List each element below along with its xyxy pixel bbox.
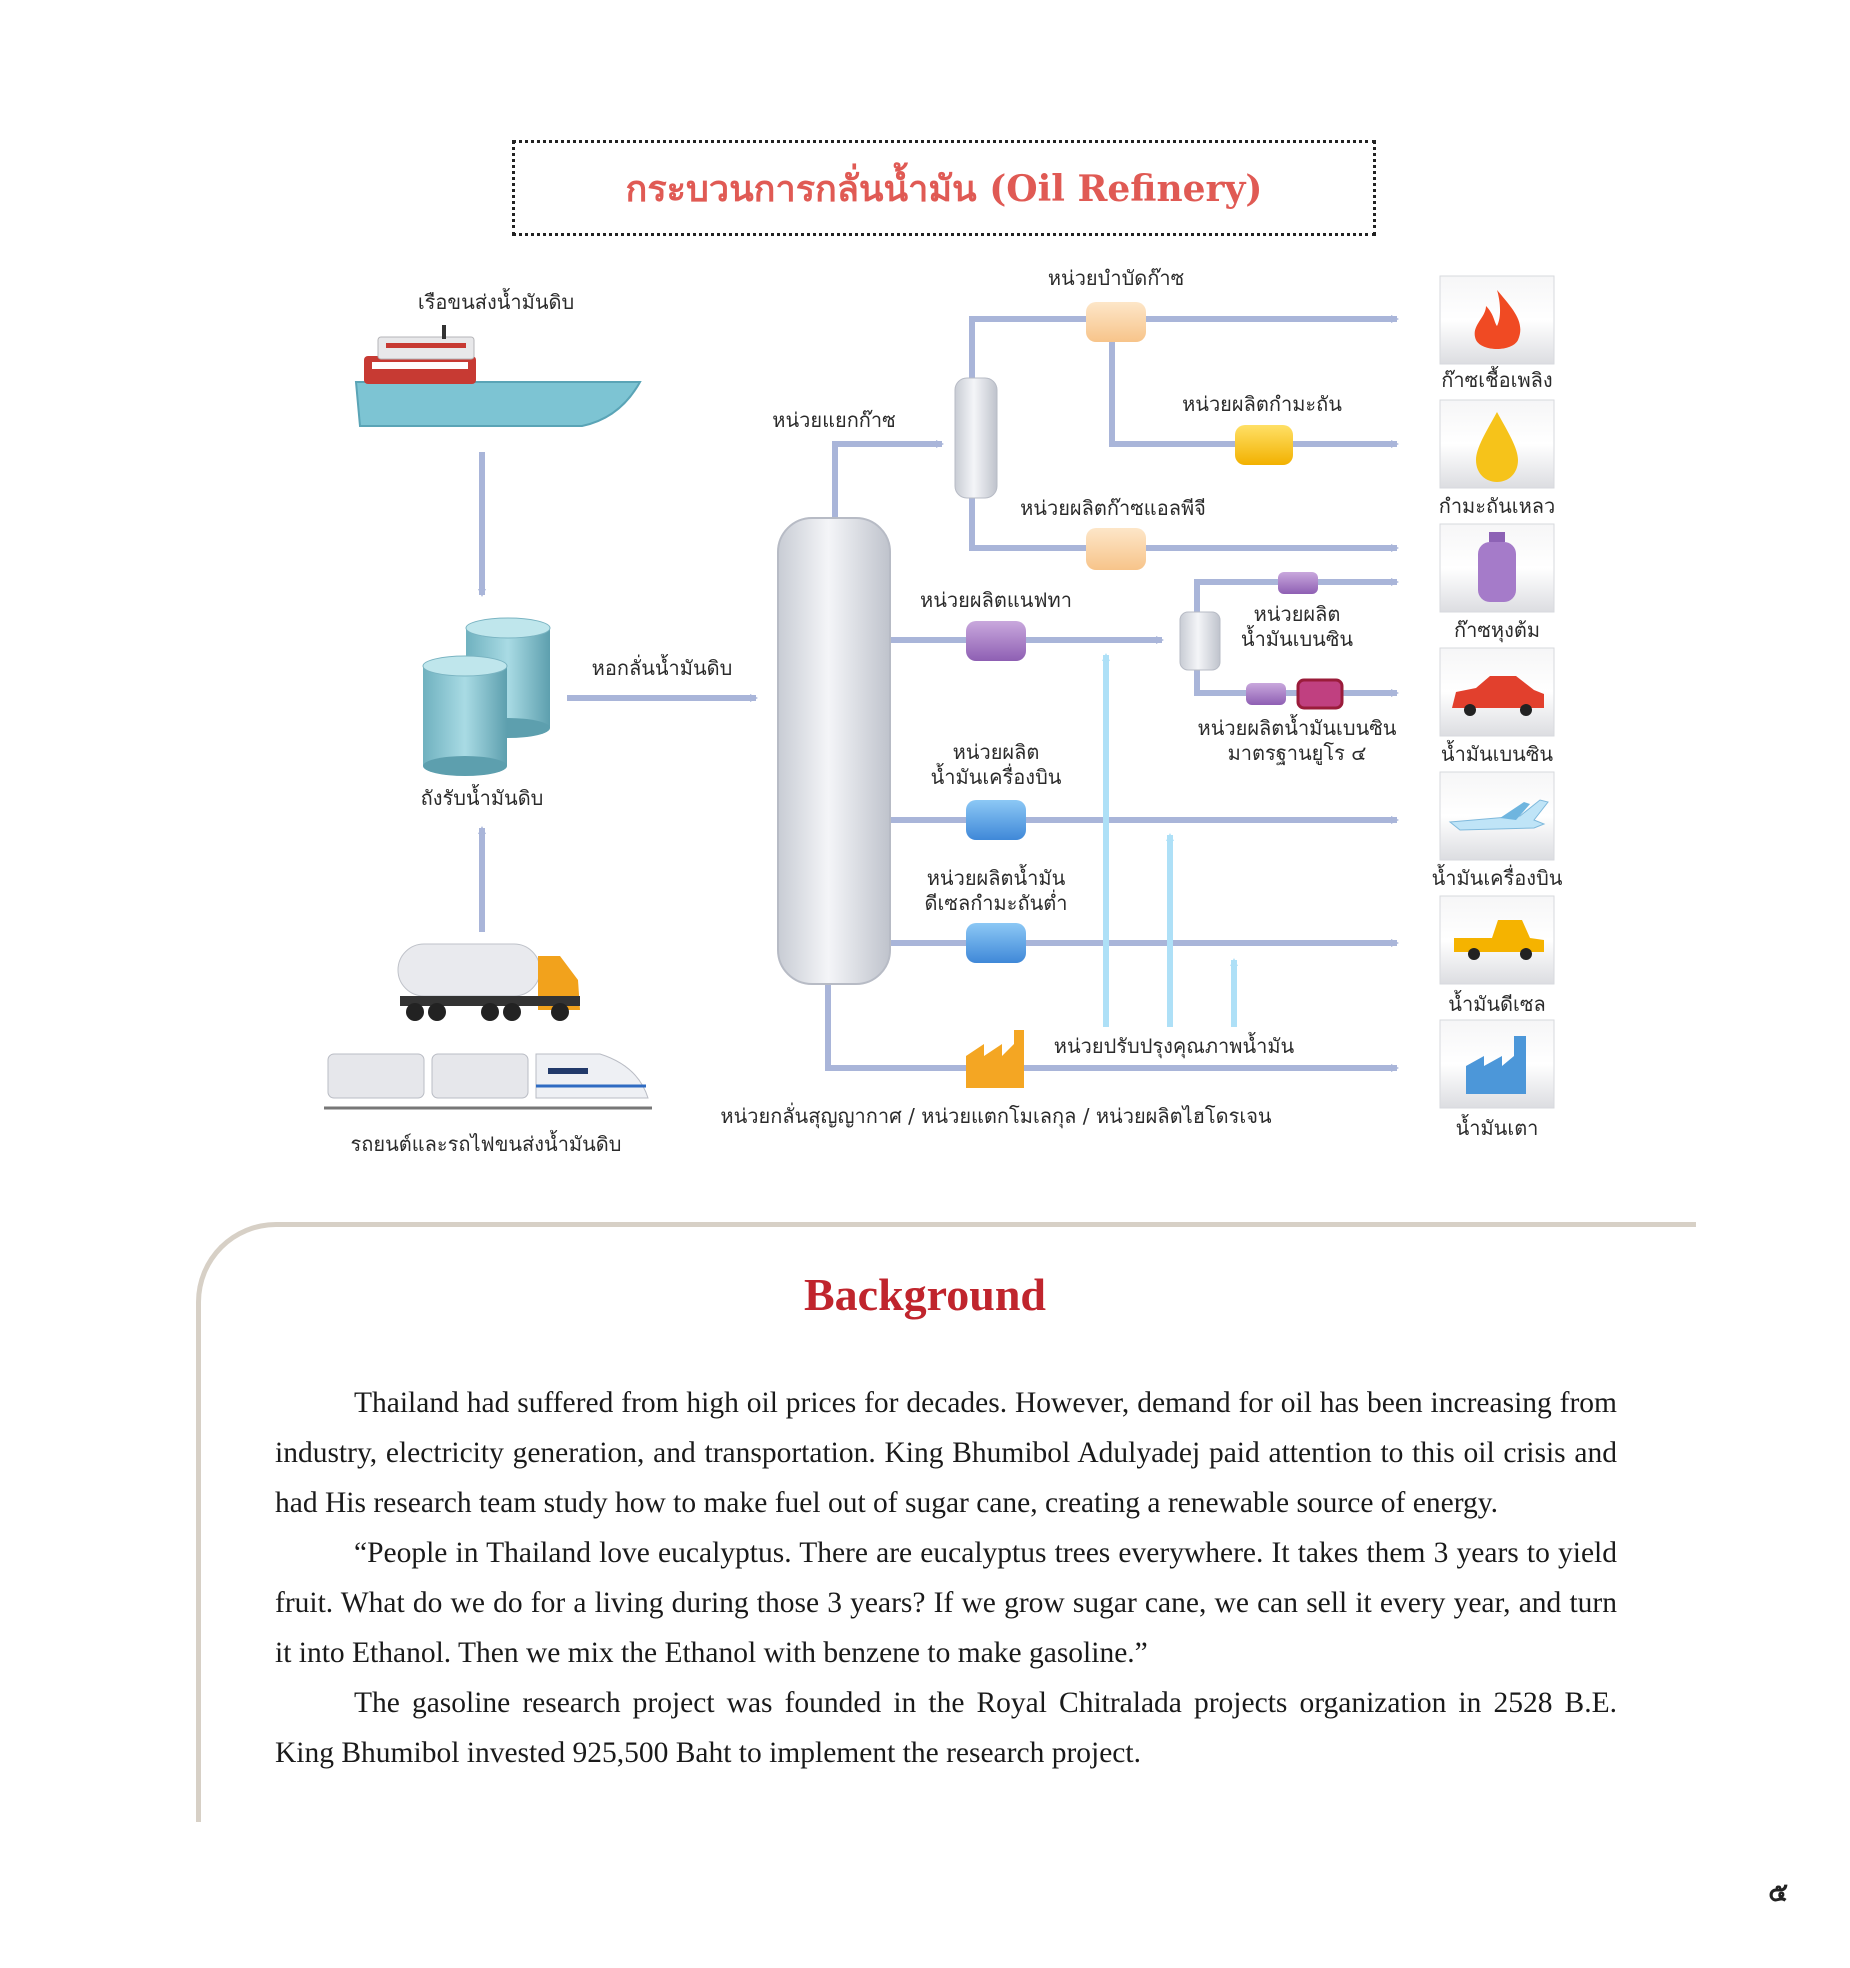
factory-icon [1466,1036,1526,1094]
diesel-unit-label: หน่วยผลิตน้ำมัน ดีเซลกำมะถันต่ำ [925,866,1068,916]
drop-icon [1476,412,1518,482]
product-label-diesel: น้ำมันดีเซล [1448,992,1546,1016]
oil-refinery-diagram [324,275,1555,1110]
background-section-frame [196,1222,1696,1822]
distillation-tower [777,517,891,985]
train-icon [324,1053,652,1110]
gasoline-splitter-column [1179,611,1221,671]
euro4-unit-b [1296,678,1344,710]
gas-treatment-unit [1086,302,1146,342]
gas-separation-column [954,377,998,499]
product-tile-jet-fuel [1439,771,1555,861]
ship-label: เรือขนส่งน้ำมันดิบ [417,290,575,314]
background-paragraph-3: The gasoline research project was founde… [275,1687,1617,1769]
product-tile-lpg [1439,523,1555,613]
tanker-truck-icon [397,943,580,1021]
diagram-title: กระบวนการกลั่นน้ำมัน (Oil Refinery) [625,167,1263,210]
gasoline-unit-label-line-1: หน่วยผลิต [1253,602,1341,626]
vacuum-unit-label: หน่วยกลั่นสุญญากาศ / หน่วยแตกโมเลกุล / ห… [720,1104,1272,1128]
product-label-liquid-sulfur: กำมะถันเหลว [1438,494,1556,518]
upgrading-unit-label: หน่วยปรับปรุงคุณภาพน้ำมัน [1053,1034,1295,1058]
background-body: Thailand had suffered from high oil pric… [275,1378,1617,1778]
diagram-title-box: กระบวนการกลั่นน้ำมัน (Oil Refinery) [512,140,1376,236]
product-tile-liquid-sulfur [1439,399,1555,489]
gas-treatment-label: หน่วยบำบัดก๊าซ [1047,266,1185,290]
gas-separation-label: หน่วยแยกก๊าซ [772,408,896,432]
background-heading: Background [803,1269,1047,1320]
upgrade-arrows [1102,653,1238,1027]
pickup-truck-icon [1454,920,1544,960]
diesel-unit-label-line-1: หน่วยผลิตน้ำมัน [926,866,1066,890]
flame-icon [1474,290,1521,349]
euro4-unit-a [1246,683,1286,705]
product-tile-gasoline [1439,647,1555,737]
jet-unit-label-line-1: หน่วยผลิต [952,740,1040,764]
product-label-jet-fuel: น้ำมันเครื่องบิน [1431,866,1563,890]
page-number: ๕ [1768,1878,1788,1908]
product-tile-fuel-oil [1439,1019,1555,1109]
tower-label: หอกลั่นน้ำมันดิบ [591,656,733,680]
product-tile-fuel-gas [1439,275,1555,365]
jet-unit [966,800,1026,840]
airplane-icon [1448,799,1549,831]
tanker-ship-icon [354,325,642,427]
tank-label: ถังรับน้ำมันดิบ [420,786,544,810]
lpg-unit-label: หน่วยผลิตก๊าซแอลพีจี [1020,496,1206,520]
naphtha-unit [966,621,1026,661]
euro4-unit-label: หน่วยผลิตน้ำมันเบนซิน มาตรฐานยูโร ๔ [1198,716,1397,766]
land-transport-label: รถยนต์และรถไฟขนส่งน้ำมันดิบ [350,1132,622,1156]
product-label-gasoline: น้ำมันเบนซิน [1440,742,1554,766]
car-icon [1452,676,1544,716]
refinery-factory-icon [966,1030,1024,1088]
gas-cylinder-icon [1478,532,1516,602]
gasoline-unit-label-line-2: น้ำมันเบนซิน [1240,627,1354,651]
product-label-fuel-gas: ก๊าซเชื้อเพลิง [1441,368,1553,392]
gasoline-unit-label: หน่วยผลิต น้ำมันเบนซิน [1241,602,1353,652]
euro4-unit-label-line-1: หน่วยผลิตน้ำมันเบนซิน [1197,716,1397,740]
flow-arrows [478,315,1399,1072]
euro4-unit-label-line-2: มาตรฐานยูโร ๔ [1227,741,1367,765]
gasoline-unit [1278,572,1318,594]
naphtha-unit-label: หน่วยผลิตแนฟทา [920,588,1072,612]
jet-unit-label: หน่วยผลิต น้ำมันเครื่องบิน [931,740,1062,790]
background-paragraph-1: Thailand had suffered from high oil pric… [275,1387,1617,1519]
sulfur-unit [1235,425,1293,465]
product-tile-diesel [1439,895,1555,985]
product-label-fuel-oil: น้ำมันเตา [1455,1116,1539,1140]
background-paragraph-2: “People in Thailand love eucalyptus. The… [275,1537,1617,1669]
jet-unit-label-line-2: น้ำมันเครื่องบิน [930,765,1062,789]
product-label-lpg: ก๊าซหุงต้ม [1453,618,1541,642]
diesel-unit [966,923,1026,963]
diesel-unit-label-line-2: ดีเซลกำมะถันต่ำ [924,891,1068,915]
sulfur-unit-label: หน่วยผลิตกำมะถัน [1182,392,1342,416]
storage-tanks-icon [422,617,551,776]
lpg-unit [1086,528,1146,570]
product-tiles [1439,275,1555,1109]
